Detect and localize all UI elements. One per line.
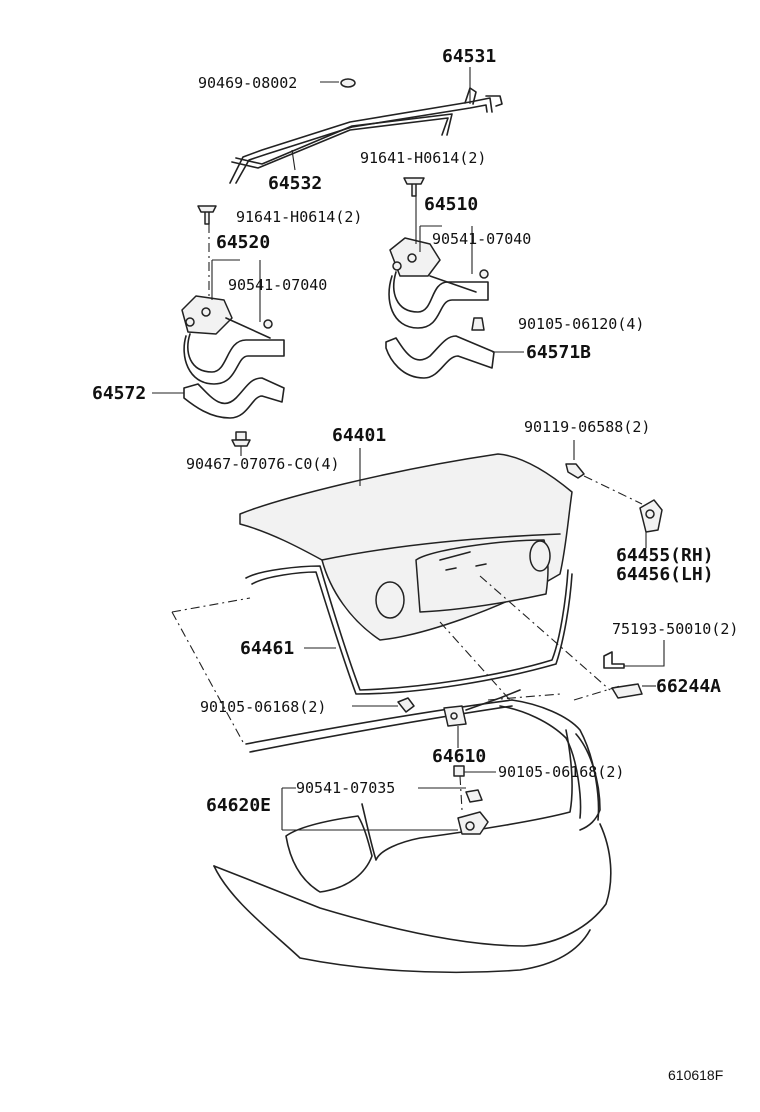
- bolt-90105-06168-b: [453, 765, 465, 777]
- bolt-90105-06168-a: [397, 697, 415, 713]
- label-64461: 64461: [240, 638, 294, 659]
- label-64456-lh: 64456(LH): [616, 564, 714, 585]
- trunk-lid-64401: [239, 453, 573, 641]
- label-64571b: 64571B: [526, 342, 591, 363]
- seal-66244a: [611, 683, 643, 699]
- torsion-bar-assembly: [229, 78, 503, 184]
- lock-64610: [443, 689, 521, 727]
- label-75193-50010: 75193-50010(2): [612, 620, 738, 638]
- label-64520: 64520: [216, 232, 270, 253]
- striker-64620e: [457, 789, 489, 835]
- reference-code: 610618F: [668, 1067, 723, 1083]
- label-64620e: 64620E: [206, 795, 271, 816]
- label-90105-06120: 90105-06120(4): [518, 315, 644, 333]
- label-91641-h0614-right: 91641-H0614(2): [360, 149, 486, 167]
- label-64455-rh: 64455(RH): [616, 545, 714, 566]
- weatherstrip-64461: [245, 565, 573, 695]
- clip-75193: [603, 651, 625, 669]
- label-90469-08002: 90469-08002: [198, 74, 297, 92]
- clip-90467: [231, 431, 251, 447]
- hinge-64520: [181, 205, 285, 385]
- label-64510: 64510: [424, 194, 478, 215]
- label-90105-06168-left: 90105-06168(2): [200, 698, 326, 716]
- hinge-cover-64571b: [385, 335, 495, 379]
- label-90541-07035: 90541-07035: [296, 779, 395, 797]
- vehicle-rear-body: [171, 575, 621, 974]
- label-90467-07076-c0: 90467-07076-C0(4): [186, 455, 340, 473]
- label-90541-07040-right: 90541-07040: [432, 230, 531, 248]
- label-90105-06168-right: 90105-06168(2): [498, 763, 624, 781]
- label-90541-07040-left: 90541-07040: [228, 276, 327, 294]
- stop-cushion-64455: [639, 499, 663, 533]
- grommet-90469: [340, 78, 356, 88]
- label-64572: 64572: [92, 383, 146, 404]
- label-64401: 64401: [332, 425, 386, 446]
- label-66244a: 66244A: [656, 676, 721, 697]
- hinge-64510: [388, 177, 489, 331]
- label-64532: 64532: [268, 173, 322, 194]
- hinge-cover-64572: [183, 377, 285, 419]
- bolt-90119: [565, 463, 585, 479]
- label-64531: 64531: [442, 46, 496, 67]
- label-64610: 64610: [432, 746, 486, 767]
- label-91641-h0614-left: 91641-H0614(2): [236, 208, 362, 226]
- label-90119-06588: 90119-06588(2): [524, 418, 650, 436]
